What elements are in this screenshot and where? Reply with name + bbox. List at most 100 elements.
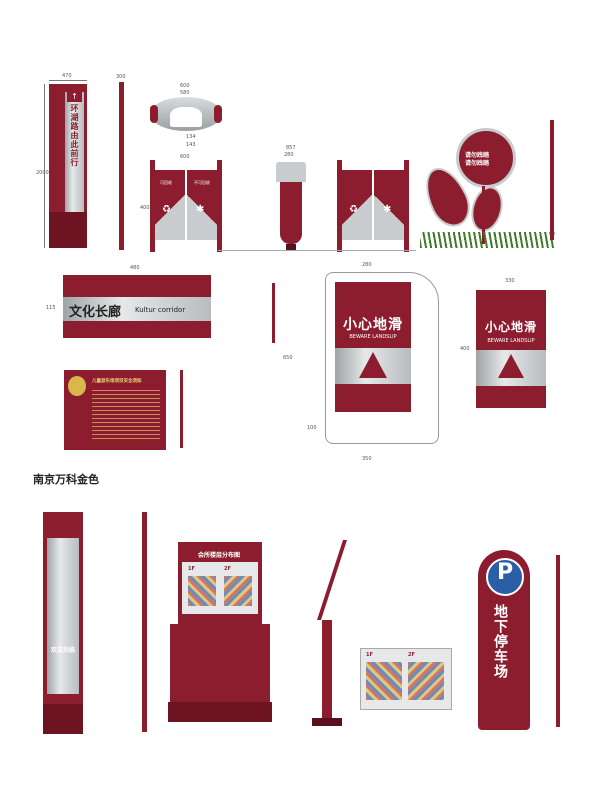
bin2-panel-right	[374, 170, 404, 240]
parking-letter: P	[496, 560, 514, 585]
dim-bins-w: 600	[180, 154, 190, 160]
direction-pillar: ↑ 环湖路由此前行	[49, 84, 87, 248]
aframe-panel	[335, 282, 411, 412]
bin-leg-right	[217, 160, 222, 252]
single-bin-body	[280, 182, 302, 244]
dim-single-h: 857	[286, 145, 296, 151]
corridor-side-view	[272, 283, 275, 343]
flat-subtitle: BEWARE LANDSLIP	[487, 338, 535, 344]
floor-map-board: 会所楼层分布图 1F 2F	[168, 542, 272, 722]
wall-thumb-2	[408, 662, 444, 700]
aframe-subtitle: BEWARE LANDSLIP	[349, 334, 397, 340]
bin-top-right-cap	[214, 105, 222, 123]
smiley-text-2: 请勿践踏	[465, 160, 490, 167]
bin-top-view	[150, 97, 222, 131]
lawn-sign-side-view	[550, 120, 554, 240]
floor-board-aframe: 小心地滑 BEWARE LANDSLIP	[325, 272, 439, 444]
bin-leg-left	[150, 160, 155, 252]
wall-map-floor-2: 2F	[408, 652, 415, 658]
grass-icon	[420, 232, 555, 248]
pillar-panel	[65, 92, 84, 212]
arrow-up-icon: ↑	[67, 92, 82, 102]
dim-flat-w: 330	[505, 278, 515, 284]
bin-label-right: 不可回收	[194, 180, 210, 185]
flower-icon: ✱	[383, 204, 392, 215]
welcome-pillar-panel	[47, 538, 79, 694]
bin-panel-right	[187, 170, 217, 240]
lectern-stand	[312, 540, 352, 730]
dim-bin-b: 580	[180, 90, 190, 96]
dim-aframe-h: 650	[283, 355, 293, 361]
corridor-sign: 文化长廊 Kultur corridor	[63, 275, 211, 338]
dim-aframe-low: 100	[307, 425, 317, 431]
welcome-pillar-side-view	[142, 512, 147, 732]
aframe-outline	[325, 272, 439, 444]
parking-circle	[486, 558, 524, 596]
wall-map-panel: 1F 2F	[360, 648, 452, 710]
parking-sign: P 地下停车场	[478, 550, 530, 730]
corridor-title-cn: 文化长廊	[69, 305, 122, 320]
flower-icon: ✱	[196, 204, 205, 215]
ground-line	[218, 250, 416, 251]
lectern-post	[322, 620, 332, 720]
flat-board	[476, 290, 546, 408]
pillar-direction-text: 环湖路由此前行	[70, 104, 79, 167]
dim-corridor-w: 480	[130, 265, 140, 271]
smiley-text-1: 请勿践踏	[465, 152, 490, 159]
single-bin-top	[276, 162, 306, 182]
welcome-pillar-base	[43, 704, 83, 734]
single-bin-base	[286, 244, 296, 250]
floor-board-flat: 小心地滑 BEWARE LANDSLIP	[476, 290, 546, 408]
dim-aframe-bottom: 350	[362, 456, 372, 462]
dim-pillar-side: 300	[116, 74, 126, 80]
map-base	[168, 702, 272, 722]
welcome-pillar: 欢迎光临	[43, 512, 83, 734]
dim-bin-d: 143	[186, 142, 196, 148]
parking-text: 地下停车场	[492, 604, 508, 679]
map-pedestal	[170, 624, 270, 702]
pillar-side-view	[119, 82, 124, 250]
dim-aframe-w: 280	[362, 262, 372, 268]
welcome-text: 欢迎光临	[50, 647, 75, 654]
section-title: 南京万科金色	[33, 473, 99, 486]
notice-lines	[92, 390, 160, 442]
wall-map-floor-1: 1F	[366, 652, 373, 658]
bin2-panel-left	[342, 170, 372, 240]
bin-double-front: 可回收 不可回收 ♻ ✱	[150, 160, 222, 252]
slip-warning-icon	[498, 354, 524, 378]
parking-side-view	[556, 555, 560, 727]
map-thumb-1	[188, 576, 216, 606]
corridor-panel	[63, 297, 211, 321]
bin2-leg-right	[404, 160, 409, 252]
bin-panel-left	[155, 170, 185, 240]
dim-bin-c: 134	[186, 134, 196, 140]
bin2-leg-left	[337, 160, 342, 252]
lectern-base	[312, 718, 342, 726]
bin-double-front-2: ♻ ✱	[337, 160, 409, 252]
aframe-title: 小心地滑	[343, 317, 403, 333]
notice-title: 儿童游乐场项目安全须知	[92, 379, 142, 384]
slip-warning-icon	[359, 352, 387, 378]
corridor-title-en: Kultur corridor	[135, 306, 186, 314]
map-floor-1: 1F	[188, 566, 195, 572]
dim-line	[44, 84, 45, 248]
dim-bin-a: 600	[180, 83, 190, 89]
smiley-lawn-sign: 请勿践踏 请勿践踏	[416, 120, 555, 250]
dim-pillar-width: 470	[62, 73, 72, 79]
bin-top-left-cap	[150, 105, 158, 123]
bin-label-left: 可回收	[160, 180, 172, 185]
kids-notice-board: 儿童游乐场项目安全须知	[64, 370, 166, 450]
recycle-icon: ♻	[162, 204, 171, 215]
wall-thumb-1	[366, 662, 402, 700]
dim-pillar-height: 2000	[36, 170, 49, 176]
flat-title: 小心地滑	[484, 320, 537, 334]
smiley-stem	[482, 186, 485, 244]
leaf-right	[466, 182, 508, 236]
map-thumb-2	[224, 576, 252, 606]
dim-single-w: 280	[284, 152, 294, 158]
dim-corridor-h: 115	[46, 305, 56, 311]
map-title: 会所楼层分布图	[198, 552, 241, 559]
dim-line	[49, 80, 87, 81]
pillar-base	[49, 212, 87, 248]
recycle-icon: ♻	[349, 204, 358, 215]
